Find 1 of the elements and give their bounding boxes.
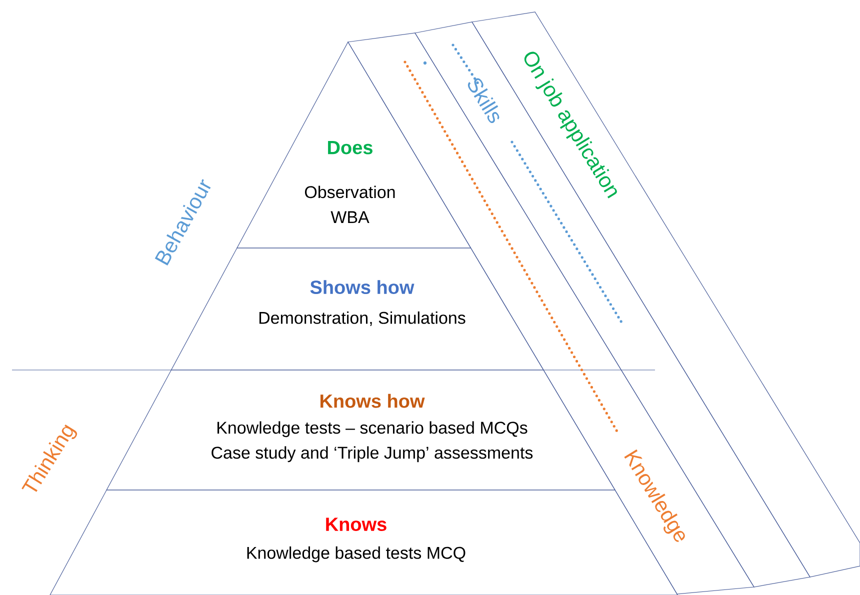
pyramid-tier: Knows how Knowledge tests – scenario based MCQs Case study and ‘Triple Jump’ assessments bbox=[106, 370, 616, 490]
